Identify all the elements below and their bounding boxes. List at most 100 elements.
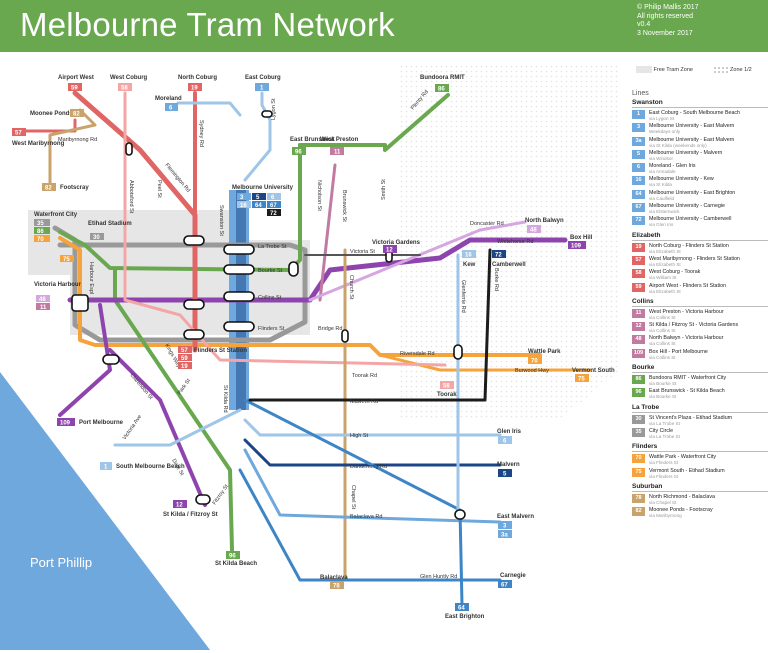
station-lygon[interactable] xyxy=(261,110,273,118)
route-badge: 3a xyxy=(632,136,645,146)
route-badge: 3 xyxy=(632,123,645,133)
street-la-trobe-st: La Trobe St xyxy=(258,244,287,250)
street-church-st: Church St xyxy=(348,275,354,300)
route-name: City Circle xyxy=(649,427,674,434)
line-5 xyxy=(243,438,502,467)
route-name: St Kilda / Fitzroy St - Victoria Gardens xyxy=(649,322,739,329)
terminus-badge: 1 xyxy=(104,465,108,471)
version: v0.4 xyxy=(637,21,651,28)
street-st-kilda-rd: St Kilda Rd xyxy=(222,385,228,413)
street-dandenong-rd: Dandenong Rd xyxy=(350,464,387,470)
station-glenferrie-riversdale[interactable] xyxy=(453,344,463,360)
terminus-badge: 48 xyxy=(39,297,46,303)
terminus-badge: 11 xyxy=(40,305,47,311)
route-badge: 96 xyxy=(632,388,645,398)
station-elizabeth-flinders[interactable] xyxy=(183,329,205,340)
water-label: Port Phillip xyxy=(30,555,92,570)
terminus-name: Melbourne University xyxy=(232,185,294,191)
terminus-name: Malvern xyxy=(497,462,520,468)
terminus-badge: 57 xyxy=(15,131,22,137)
street-sydney-rd: Sydney Rd xyxy=(198,120,204,147)
terminus-name: Waterfront City xyxy=(34,212,78,218)
route-name: North Richmond - Balaclava xyxy=(649,493,715,500)
terminus-badge: 35 xyxy=(37,221,44,227)
terminus-name: Moreland xyxy=(155,96,182,102)
station-balaclava-glen-huntly[interactable] xyxy=(454,509,466,520)
route-name: West Maribyrnong - Flinders St Station xyxy=(649,255,740,262)
terminus-name: Footscray xyxy=(60,185,89,191)
route-via: via Bourke St xyxy=(649,381,677,387)
route-badge: 109 xyxy=(632,348,645,358)
route-via: via Chapel St xyxy=(649,499,677,505)
terminus-name: Moonee Ponds xyxy=(30,111,73,117)
street-harbour-espl: Harbour Espl xyxy=(88,262,94,294)
route-name: Melbourne University - East Brighton xyxy=(649,189,736,196)
terminus-badge: 109 xyxy=(60,421,71,427)
legend-group-title: Swanston xyxy=(632,99,768,108)
line-35 xyxy=(52,225,308,343)
route-via: via St Kilda (weekends only) xyxy=(649,142,707,148)
street-swanston-st: Swanston St xyxy=(218,205,224,236)
route-name: North Balwyn - Victoria Harbour xyxy=(649,335,724,342)
line-82 xyxy=(48,108,97,187)
line-11 xyxy=(318,163,337,302)
terminus-name: West Preston xyxy=(320,137,359,143)
station-collins-swanston[interactable] xyxy=(223,291,255,302)
terminus-badge: 11 xyxy=(334,150,341,156)
terminus-name: Kew xyxy=(463,262,476,268)
route-badge: 6 xyxy=(632,163,645,173)
terminus-name: Flinders St Station xyxy=(194,348,247,354)
terminus-name: Vermont South xyxy=(572,368,615,374)
station-flemington[interactable] xyxy=(125,142,133,156)
station-port-junction[interactable] xyxy=(102,354,120,365)
street-balaclava-rd: Balaclava Rd xyxy=(350,514,382,520)
route-name: West Coburg - Toorak xyxy=(649,269,701,276)
station-bourke-swanston[interactable] xyxy=(223,264,255,275)
terminus-badge: 59 xyxy=(181,356,188,362)
street-chapel-st: Chapel St xyxy=(350,485,356,510)
legend-group-title: Suburban xyxy=(632,483,768,492)
route-via: via Elsternwick xyxy=(649,209,680,215)
station-spring-bourke[interactable] xyxy=(288,261,299,277)
station-church-bridge[interactable] xyxy=(341,329,349,343)
station-elizabeth-collins[interactable] xyxy=(183,299,205,310)
route-badge: 86 xyxy=(632,375,645,385)
terminus-name: West Coburg xyxy=(110,75,148,81)
legend-group-title: Flinders xyxy=(632,443,768,453)
station-spencer-collins[interactable] xyxy=(71,294,89,312)
line-57 xyxy=(18,118,77,133)
station-fitzroy-st[interactable] xyxy=(195,494,211,505)
terminus-badge: 16 xyxy=(465,253,472,259)
route-via: via Maribyrnong xyxy=(649,513,682,519)
terminus-badge: 72 xyxy=(270,211,277,217)
route-via: via Collins St xyxy=(649,341,676,347)
station-elizabeth-latrobe[interactable] xyxy=(183,235,205,246)
copyright: © Philip Mallis 2017 xyxy=(637,4,699,11)
street-clarendon-st: Clarendon St xyxy=(128,372,154,401)
legend-group-title: Collins xyxy=(632,298,768,307)
line-collins xyxy=(67,237,568,303)
legend-group-title: Elizabeth xyxy=(632,232,768,241)
station-flinders-swanston[interactable] xyxy=(223,321,255,332)
terminus-badge: 12 xyxy=(176,503,183,509)
terminus-badge: 67 xyxy=(501,583,508,589)
station-la-trobe-swanston[interactable] xyxy=(223,244,255,255)
street-glenferrie-rd: Glenferrie Rd xyxy=(460,280,466,313)
line-96 xyxy=(113,268,234,552)
